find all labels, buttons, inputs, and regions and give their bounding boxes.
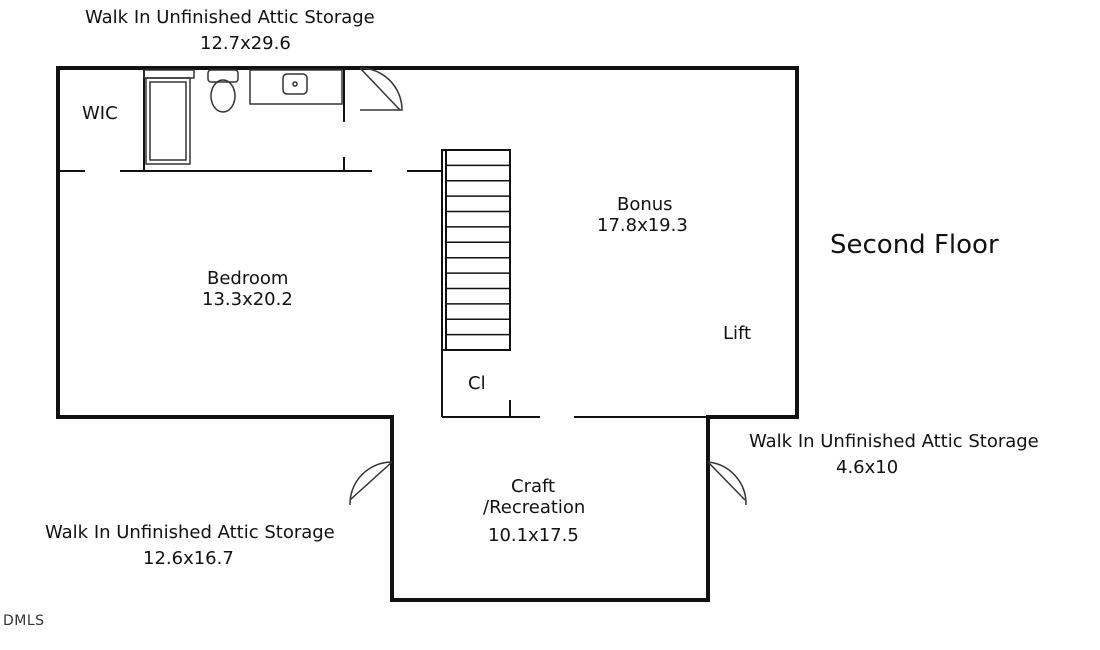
staircase: [441, 149, 511, 351]
interior-walls: [58, 68, 708, 418]
attic-top-door: [359, 67, 403, 111]
closet-label: Cl: [468, 373, 486, 394]
sink: [282, 73, 308, 95]
bonus-name: Bonus: [617, 194, 673, 215]
craft-dims: 10.1x17.5: [488, 525, 579, 546]
craft-name-line1: Craft: [511, 476, 556, 497]
vanity: [249, 69, 343, 105]
door-swings: [349, 67, 747, 506]
bathtub-inner: [149, 81, 187, 161]
stair-treads: [446, 164, 510, 336]
lift-label: Lift: [723, 323, 752, 344]
tub-shelf: [143, 69, 195, 79]
attic-left-name: Walk In Unfinished Attic Storage: [45, 522, 335, 543]
attic-right-door: [707, 461, 747, 506]
watermark: DMLS: [3, 613, 45, 629]
toilet-bowl: [210, 79, 236, 113]
bedroom-name: Bedroom: [207, 268, 289, 289]
wic-label: WIC: [82, 103, 118, 124]
bath-fixtures: [143, 69, 343, 165]
craft-name-line2: /Recreation: [483, 497, 586, 518]
attic-top-name: Walk In Unfinished Attic Storage: [85, 7, 375, 28]
bathtub: [145, 77, 191, 165]
toilet-tank: [207, 69, 239, 83]
page-title: Second Floor: [830, 230, 999, 260]
attic-right-name: Walk In Unfinished Attic Storage: [749, 431, 1039, 452]
stair-outline: [441, 149, 511, 351]
bedroom-dims: 13.3x20.2: [202, 289, 293, 310]
exterior-walls: [56, 66, 799, 602]
bonus-dims: 17.8x19.3: [597, 215, 688, 236]
attic-right-dims: 4.6x10: [836, 457, 899, 478]
attic-left-door: [349, 461, 393, 506]
sink-drain: [292, 81, 298, 87]
attic-left-dims: 12.6x16.7: [143, 548, 234, 569]
attic-top-dims: 12.7x29.6: [200, 33, 291, 54]
